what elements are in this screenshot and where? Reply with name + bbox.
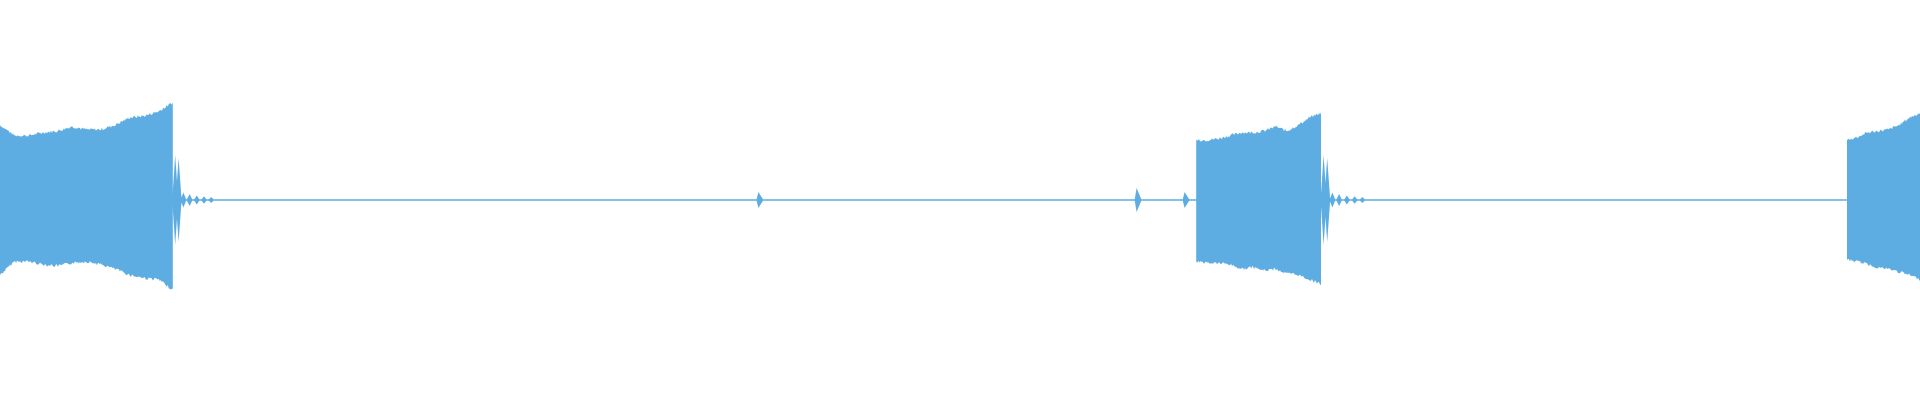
tail-spike bbox=[1343, 195, 1350, 205]
waveform-tail-1 bbox=[172, 155, 215, 245]
waveform-blip bbox=[1134, 188, 1142, 212]
tail-spike bbox=[1320, 155, 1327, 245]
tail-spike bbox=[175, 158, 182, 242]
tail-spike bbox=[193, 195, 200, 205]
tail-spike bbox=[180, 192, 187, 208]
waveform-blip bbox=[1182, 192, 1190, 208]
tail-spike bbox=[186, 194, 193, 206]
tail-spike bbox=[1359, 197, 1366, 203]
waveform-tail-4 bbox=[1320, 155, 1366, 245]
waveform-burst-6 bbox=[1847, 113, 1920, 281]
tail-spike bbox=[1351, 196, 1358, 204]
tail-spike bbox=[201, 196, 207, 204]
waveform-burst-0 bbox=[0, 102, 173, 290]
waveform-burst-3 bbox=[1196, 112, 1321, 285]
tail-spike bbox=[208, 197, 215, 203]
tail-spike bbox=[172, 155, 179, 245]
tail-spike bbox=[1336, 194, 1343, 206]
tail-spike bbox=[1329, 192, 1336, 208]
tail-spike bbox=[1324, 158, 1331, 242]
waveform-blip bbox=[756, 192, 764, 208]
